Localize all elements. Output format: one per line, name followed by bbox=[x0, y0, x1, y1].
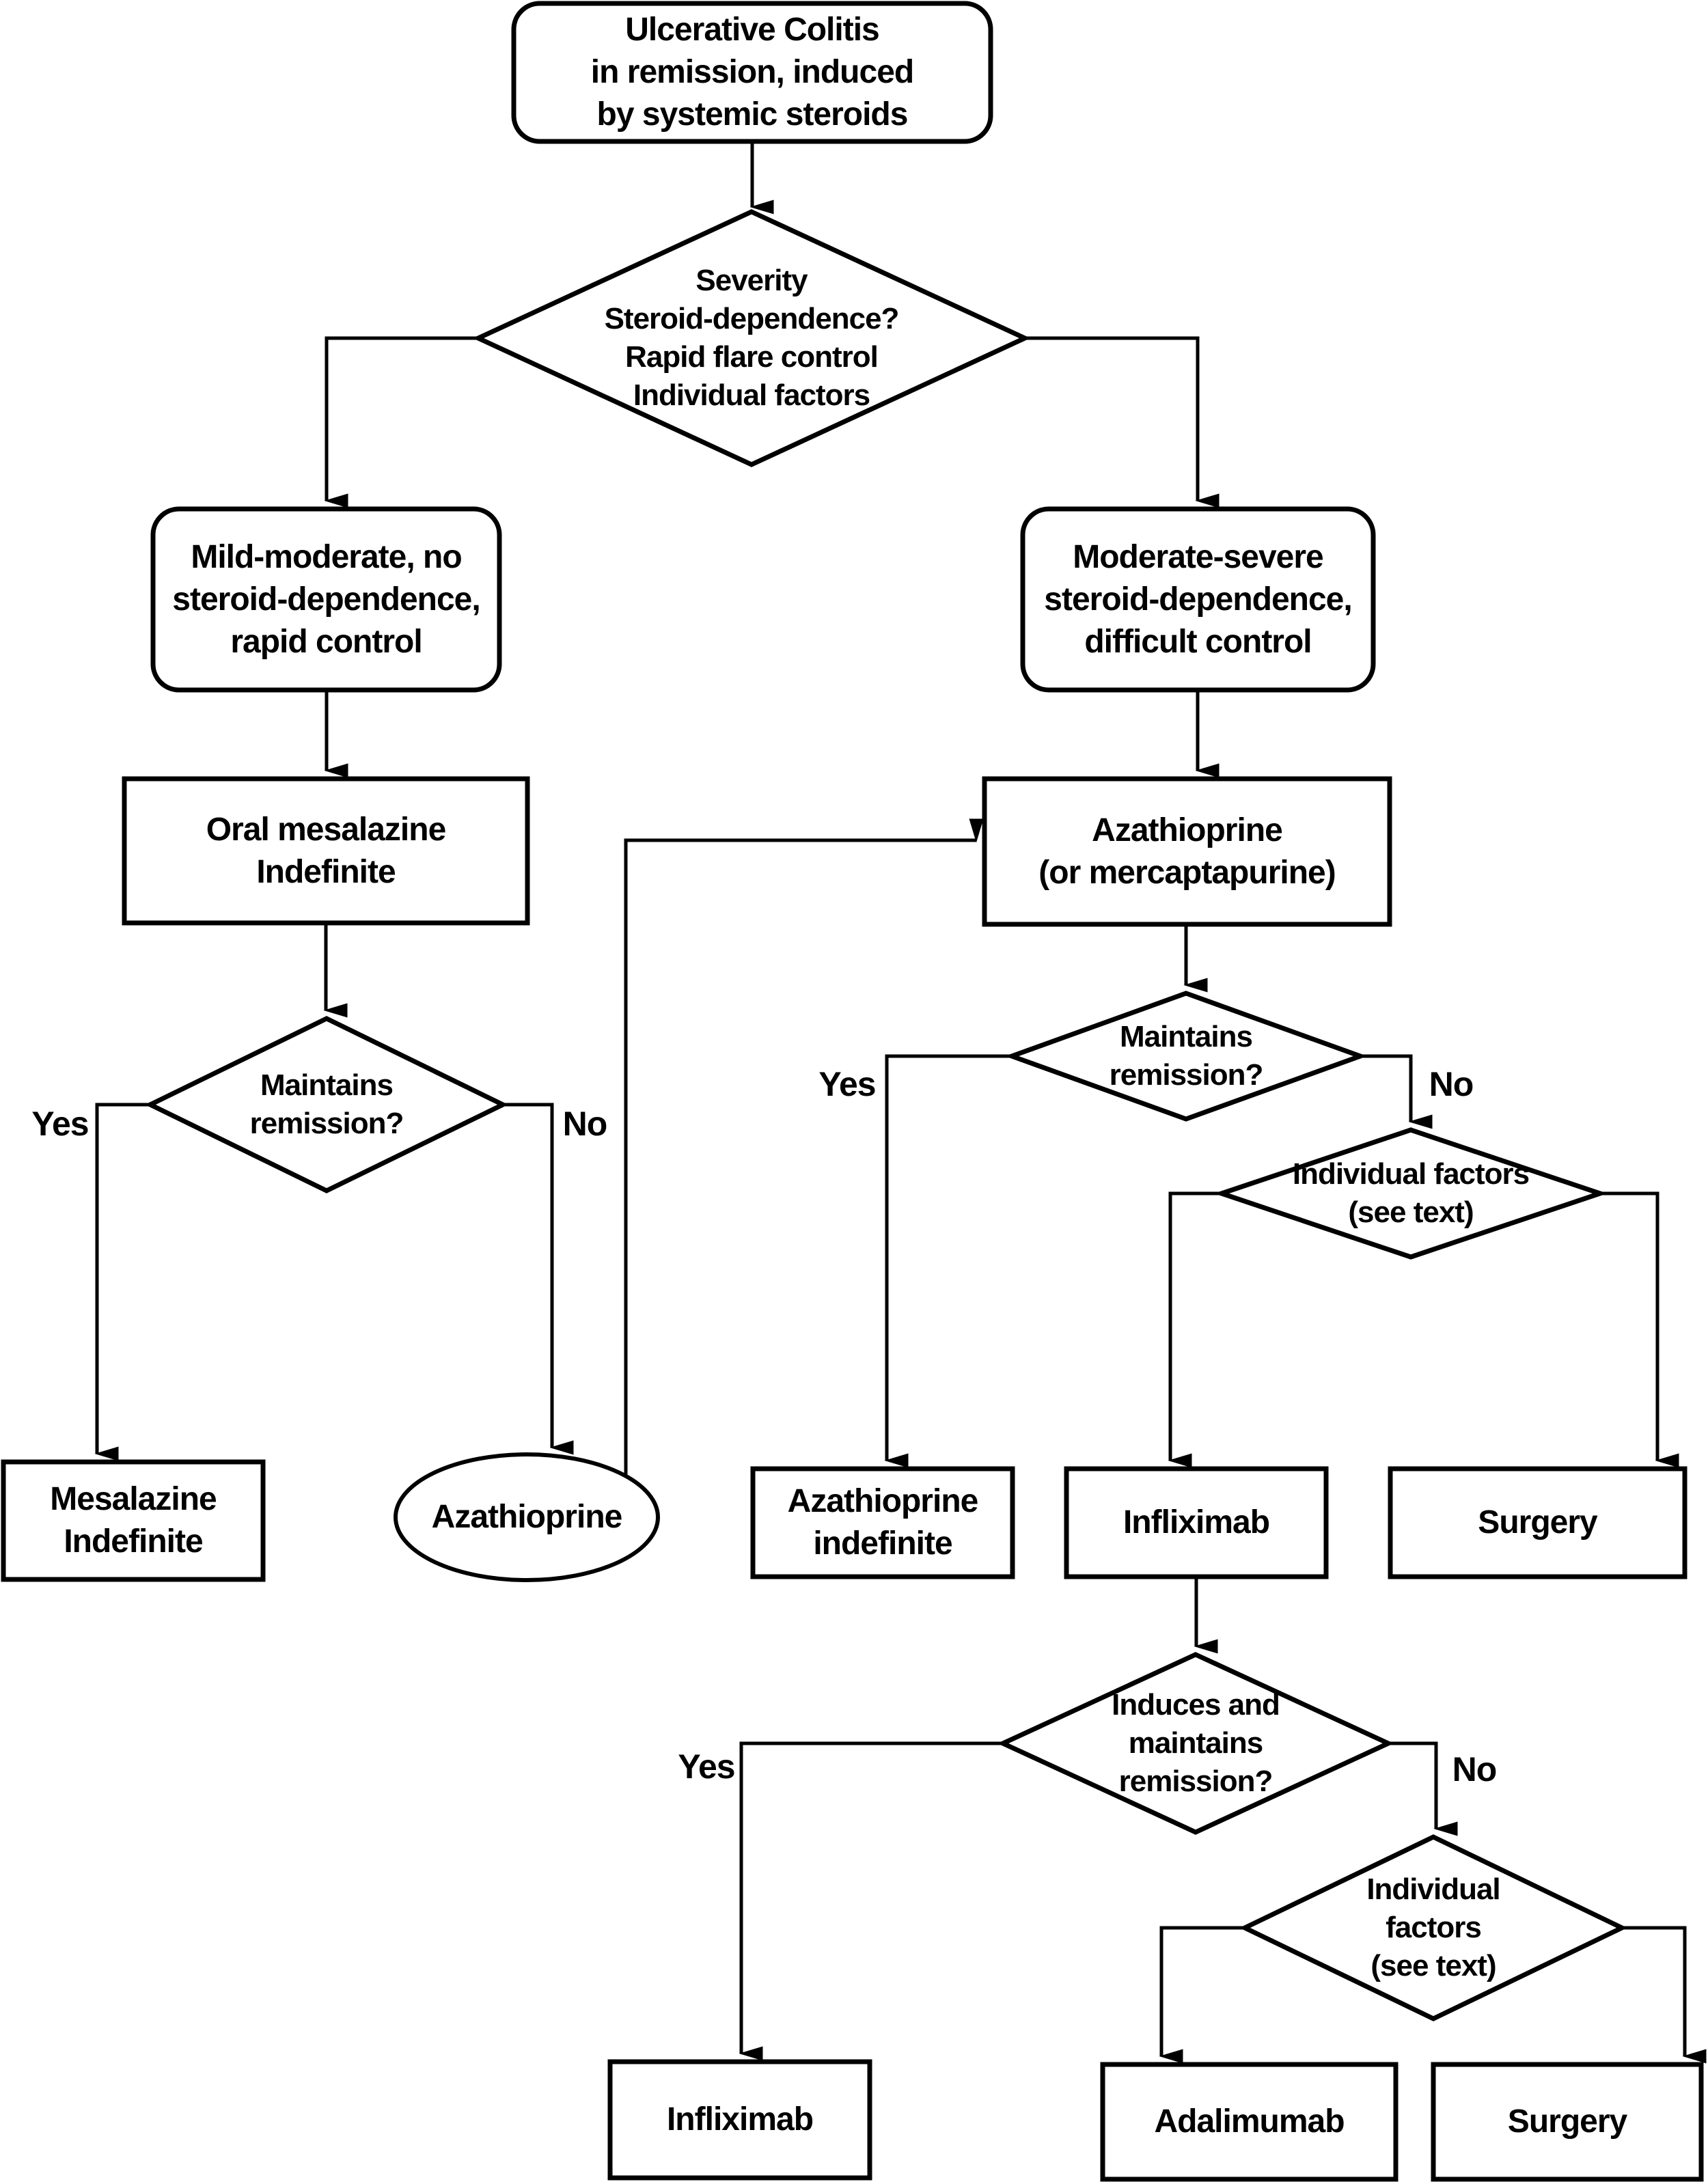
node-surgery-bottom-shape bbox=[1431, 2062, 1704, 2182]
node-start-shape bbox=[511, 1, 993, 144]
edge-label-no-induces: No bbox=[1452, 1750, 1498, 1788]
node-oral-mesalazine-shape bbox=[122, 776, 530, 926]
decision-severity-shape bbox=[472, 209, 1031, 467]
connector-maintains-left-yes bbox=[94, 1103, 150, 1461]
connector-maintains-left-no bbox=[503, 1103, 574, 1455]
connector-factors2-to-surgery bbox=[1622, 1926, 1707, 2064]
node-infliximab-mid-shape bbox=[1064, 1466, 1329, 1579]
connector-maintains-right-yes bbox=[884, 1054, 1012, 1468]
connector-factors2-to-adalimumab bbox=[1159, 1926, 1245, 2064]
decision-induces-maintains-shape bbox=[997, 1652, 1394, 1835]
edge-label-yes-right: Yes bbox=[818, 1065, 876, 1103]
node-azathioprine-indefinite-shape bbox=[750, 1466, 1015, 1579]
node-moderate-severe-shape bbox=[1020, 506, 1376, 693]
decision-individual-factors-2-shape bbox=[1239, 1834, 1628, 2021]
connector-severity-to-moderate bbox=[1025, 336, 1220, 508]
node-azathioprine-box-shape bbox=[982, 776, 1392, 927]
node-surgery-mid-shape bbox=[1388, 1466, 1688, 1579]
connector-group bbox=[94, 141, 1707, 2064]
decision-maintains-remission-right-shape bbox=[1004, 991, 1368, 1122]
node-adalimumab-shape bbox=[1100, 2062, 1399, 2182]
node-azathioprine-ellipse-shape bbox=[394, 1452, 660, 1582]
node-infliximab-bottom-shape bbox=[607, 2059, 872, 2181]
connector-maintains-right-no bbox=[1360, 1054, 1433, 1129]
connector-induces-no bbox=[1388, 1741, 1458, 1836]
edge-label-yes-left: Yes bbox=[31, 1105, 89, 1143]
connector-ellipse-to-azathioprine bbox=[624, 818, 984, 1476]
edge-label-no-right: No bbox=[1429, 1065, 1474, 1103]
edge-label-yes-induces: Yes bbox=[678, 1747, 735, 1786]
connector-factors1-to-infliximab bbox=[1168, 1191, 1222, 1468]
connector-induces-yes bbox=[739, 1741, 1003, 2061]
decision-maintains-remission-left-shape bbox=[145, 1016, 508, 1193]
node-mild-moderate-shape bbox=[150, 506, 502, 693]
node-mesalazine-indefinite-shape bbox=[1, 1459, 266, 1582]
connector-severity-to-mild bbox=[324, 336, 478, 508]
decision-individual-factors-1-shape bbox=[1214, 1127, 1608, 1260]
edge-label-no-left: No bbox=[562, 1105, 608, 1143]
connector-factors1-to-surgery bbox=[1600, 1191, 1679, 1468]
